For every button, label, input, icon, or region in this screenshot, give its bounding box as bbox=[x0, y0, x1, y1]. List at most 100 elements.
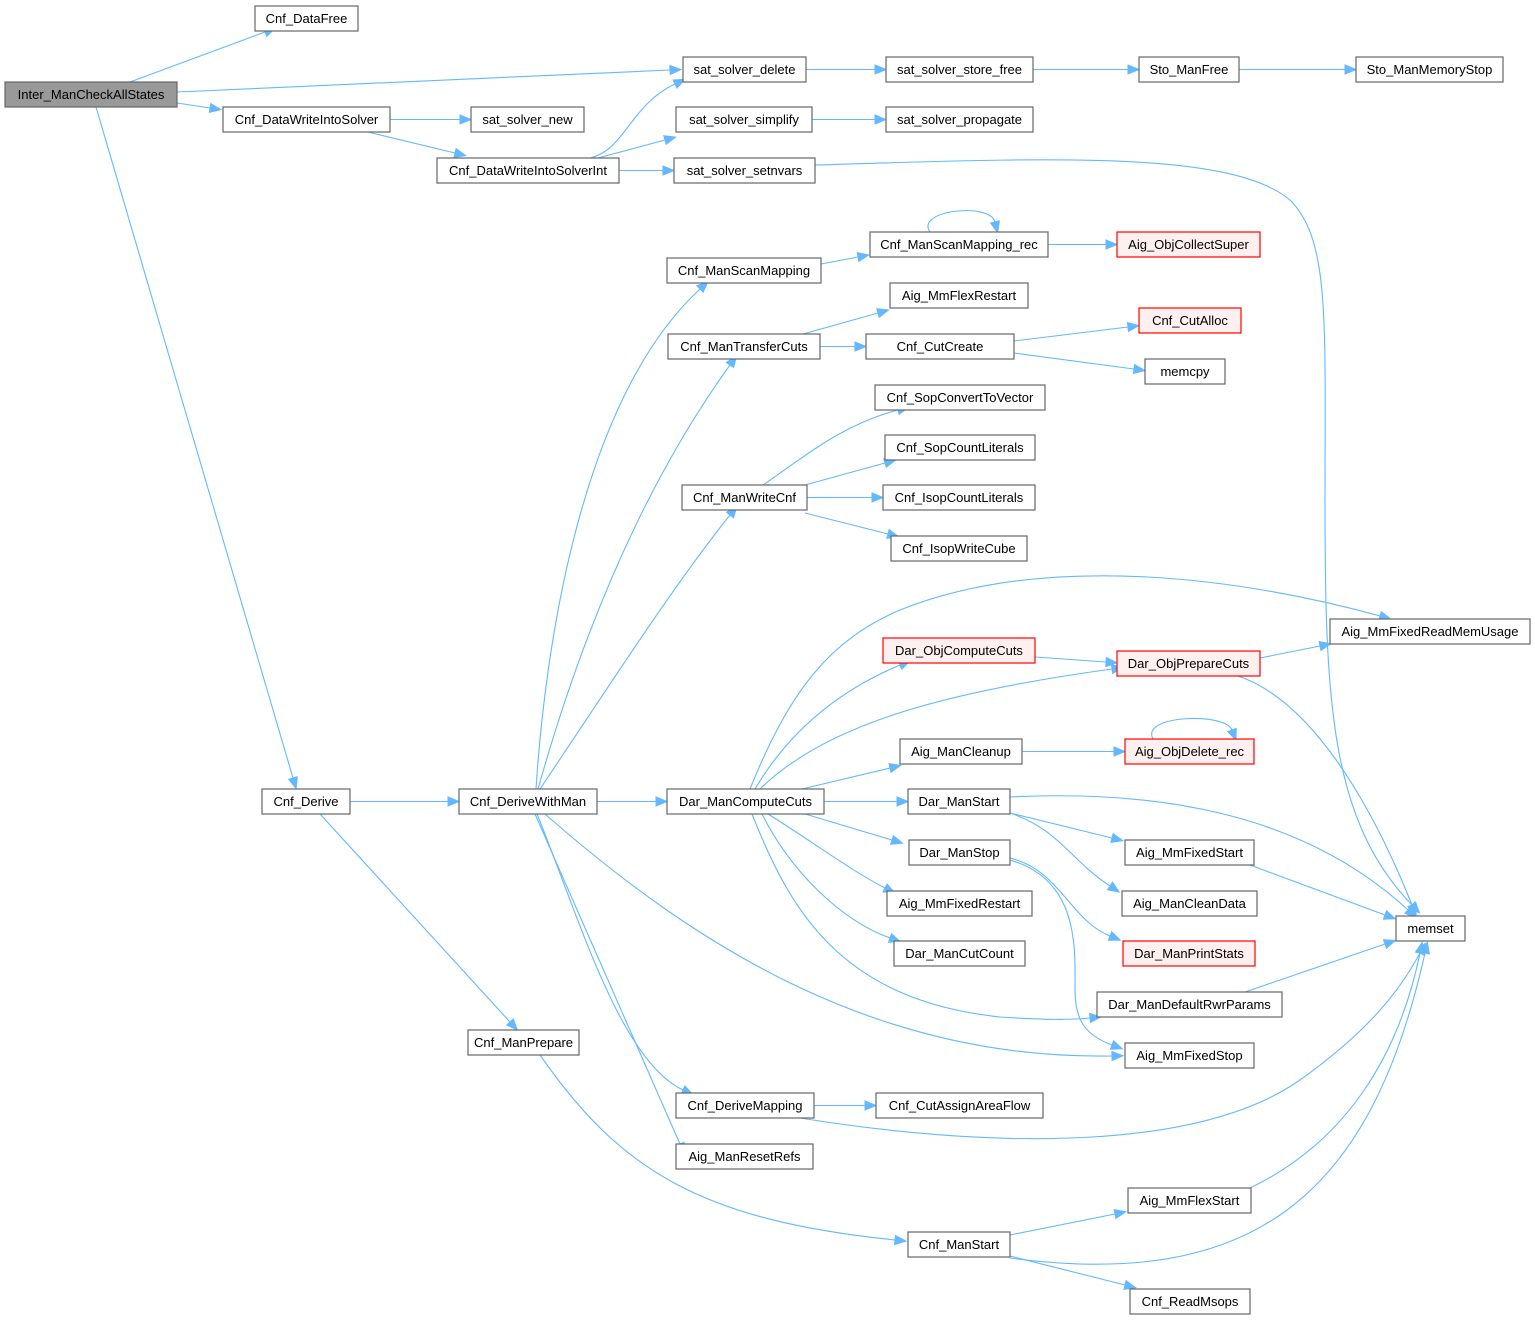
graph-node-aig_mancleandata[interactable]: Aig_ManCleanData bbox=[1121, 890, 1258, 917]
graph-node-sat_solver_simplify[interactable]: sat_solver_simplify bbox=[675, 106, 813, 133]
graph-node-aig_mmfixedreadmemusage[interactable]: Aig_MmFixedReadMemUsage bbox=[1329, 618, 1531, 645]
node-box bbox=[865, 333, 1015, 360]
graph-node-cnf_derivewithman[interactable]: Cnf_DeriveWithMan bbox=[458, 788, 598, 815]
node-box bbox=[875, 1092, 1044, 1119]
node-label: Aig_ObjCollectSuper bbox=[1128, 237, 1249, 252]
call-edge-dar_manstop-to-aig_mmfixedstop bbox=[1009, 859, 1113, 1046]
graph-node-cnf_manstart[interactable]: Cnf_ManStart bbox=[907, 1231, 1011, 1258]
node-label: Cnf_DataWriteIntoSolverInt bbox=[449, 163, 607, 178]
graph-node-cnf_sopconverttovector[interactable]: Cnf_SopConvertToVector bbox=[874, 384, 1046, 411]
graph-node-dar_mancomputecuts[interactable]: Dar_ManComputeCuts bbox=[666, 788, 825, 815]
call-edge-inter_mancheckallstates-to-cnf_derive bbox=[95, 106, 294, 779]
arrowhead-icon bbox=[1111, 1050, 1125, 1062]
call-edge-cnf_derive-to-cnf_manprepare bbox=[319, 813, 511, 1023]
graph-node-aig_objcollectsuper[interactable]: Aig_ObjCollectSuper bbox=[1116, 231, 1261, 258]
node-box bbox=[885, 106, 1034, 133]
node-box bbox=[1096, 991, 1283, 1018]
graph-node-cnf_cutalloc[interactable]: Cnf_CutAlloc bbox=[1138, 307, 1242, 334]
graph-node-aig_mmflexstart[interactable]: Aig_MmFlexStart bbox=[1127, 1187, 1252, 1214]
node-box bbox=[682, 56, 807, 83]
graph-node-aig_objdelete_rec[interactable]: Aig_ObjDelete_rec bbox=[1124, 738, 1255, 765]
node-label: Inter_ManCheckAllStates bbox=[18, 87, 165, 102]
node-label: Dar_ManCutCount bbox=[905, 946, 1014, 961]
arrowhead-icon bbox=[1089, 1012, 1103, 1024]
call-edge-cnf_datawriteintosolver-to-cnf_datawriteintosolverint bbox=[367, 131, 456, 154]
node-label: Cnf_ManScanMapping_rec bbox=[880, 237, 1038, 252]
graph-node-sat_solver_new[interactable]: sat_solver_new bbox=[470, 106, 585, 133]
node-box bbox=[1138, 56, 1240, 83]
graph-node-dar_objcomputecuts[interactable]: Dar_ObjComputeCuts bbox=[882, 637, 1036, 664]
graph-node-dar_mandefaultrwrparams[interactable]: Dar_ManDefaultRwrParams bbox=[1096, 991, 1283, 1018]
graph-node-dar_objpreparecuts[interactable]: Dar_ObjPrepareCuts bbox=[1116, 650, 1261, 677]
arrowhead-icon bbox=[874, 64, 888, 75]
graph-node-aig_mancleanup[interactable]: Aig_ManCleanup bbox=[899, 738, 1023, 765]
graph-node-dar_manstart[interactable]: Dar_ManStart bbox=[907, 788, 1011, 815]
graph-node-aig_manresetrefs[interactable]: Aig_ManResetRefs bbox=[675, 1143, 814, 1170]
arrowhead-icon bbox=[1382, 909, 1397, 920]
graph-node-memset[interactable]: memset bbox=[1395, 915, 1466, 942]
graph-node-cnf_manprepare[interactable]: Cnf_ManPrepare bbox=[467, 1029, 580, 1056]
graph-node-cnf_isopcountliterals[interactable]: Cnf_IsopCountLiterals bbox=[882, 484, 1036, 511]
graph-node-aig_mmfixedrestart[interactable]: Aig_MmFixedRestart bbox=[886, 890, 1033, 917]
graph-node-cnf_isopwritecube[interactable]: Cnf_IsopWriteCube bbox=[890, 535, 1028, 562]
graph-node-sto_manfree[interactable]: Sto_ManFree bbox=[1138, 56, 1240, 83]
graph-node-dar_mancutcount[interactable]: Dar_ManCutCount bbox=[893, 940, 1026, 967]
node-box bbox=[884, 434, 1036, 461]
graph-node-aig_mmfixedstart[interactable]: Aig_MmFixedStart bbox=[1124, 839, 1255, 866]
node-label: Cnf_DataFree bbox=[266, 11, 348, 26]
graph-node-sat_solver_delete[interactable]: sat_solver_delete bbox=[682, 56, 807, 83]
graph-node-cnf_sopcountliterals[interactable]: Cnf_SopCountLiterals bbox=[884, 434, 1036, 461]
graph-node-cnf_datawriteintosolver[interactable]: Cnf_DataWriteIntoSolver bbox=[222, 106, 391, 133]
graph-node-cnf_manscanmapping[interactable]: Cnf_ManScanMapping bbox=[666, 257, 822, 284]
node-box bbox=[1355, 56, 1504, 83]
node-label: memcpy bbox=[1160, 364, 1210, 379]
graph-node-aig_mmfixedstop[interactable]: Aig_MmFixedStop bbox=[1124, 1042, 1255, 1069]
graph-node-dar_manprintstats[interactable]: Dar_ManPrintStats bbox=[1122, 940, 1256, 967]
arrowhead-icon bbox=[287, 776, 298, 790]
call-edge-dar_mandefaultrwrparams-to-memset bbox=[1244, 943, 1386, 993]
call-edge-dar_mancomputecuts-to-dar_manstop bbox=[804, 813, 893, 841]
graph-node-cnf_datafree[interactable]: Cnf_DataFree bbox=[254, 5, 359, 32]
arrowhead-icon bbox=[1105, 656, 1119, 668]
graph-node-cnf_cutcreate[interactable]: Cnf_CutCreate bbox=[865, 333, 1015, 360]
node-box bbox=[889, 282, 1029, 309]
node-box bbox=[1124, 839, 1255, 866]
graph-node-sto_manmemorystop[interactable]: Sto_ManMemoryStop bbox=[1355, 56, 1504, 83]
graph-node-memcpy[interactable]: memcpy bbox=[1144, 358, 1226, 385]
node-box bbox=[458, 788, 598, 815]
arrowhead-icon bbox=[672, 78, 687, 89]
node-box bbox=[1124, 1042, 1255, 1069]
call-edge-aig_mmflexstart-to-memset bbox=[1249, 952, 1421, 1189]
node-box bbox=[869, 231, 1049, 258]
graph-node-sat_solver_setnvars[interactable]: sat_solver_setnvars bbox=[673, 157, 816, 184]
call-edge-cnf_manwritecnf-to-cnf_sopcountliterals bbox=[804, 462, 886, 486]
call-edge-cnf_manprepare-to-cnf_manstart bbox=[539, 1054, 896, 1241]
graph-node-cnf_readmsops[interactable]: Cnf_ReadMsops bbox=[1129, 1288, 1251, 1315]
graph-node-cnf_derivemapping[interactable]: Cnf_DeriveMapping bbox=[675, 1092, 815, 1119]
graph-node-sat_solver_propagate[interactable]: sat_solver_propagate bbox=[885, 106, 1034, 133]
graph-node-cnf_datawriteintosolverint[interactable]: Cnf_DataWriteIntoSolverInt bbox=[436, 157, 620, 184]
node-box bbox=[675, 1143, 814, 1170]
graph-node-cnf_derive[interactable]: Cnf_Derive bbox=[261, 788, 351, 815]
graph-node-sat_solver_store_free[interactable]: sat_solver_store_free bbox=[885, 56, 1034, 83]
arrowhead-icon bbox=[876, 308, 890, 319]
node-box bbox=[467, 1029, 580, 1056]
graph-node-inter_mancheckallstates: Inter_ManCheckAllStates bbox=[4, 81, 178, 108]
graph-node-cnf_manwritecnf[interactable]: Cnf_ManWriteCnf bbox=[681, 484, 808, 511]
graph-node-cnf_mantransfercuts[interactable]: Cnf_ManTransferCuts bbox=[667, 333, 821, 360]
graph-node-aig_mmflexrestart[interactable]: Aig_MmFlexRestart bbox=[889, 282, 1029, 309]
node-box bbox=[907, 788, 1011, 815]
node-label: sat_solver_setnvars bbox=[687, 163, 803, 178]
graph-node-cnf_manscanmapping_rec[interactable]: Cnf_ManScanMapping_rec bbox=[869, 231, 1049, 258]
node-box bbox=[1121, 890, 1258, 917]
call-edge-cnf_manwritecnf-to-cnf_isopwritecube bbox=[804, 512, 889, 535]
graph-node-cnf_cutassignareaflow[interactable]: Cnf_CutAssignAreaFlow bbox=[875, 1092, 1044, 1119]
arrowhead-icon bbox=[1107, 930, 1122, 941]
node-label: Aig_MmFixedStop bbox=[1136, 1048, 1242, 1063]
arrowhead-icon bbox=[1123, 1279, 1137, 1291]
graph-node-dar_manstop[interactable]: Dar_ManStop bbox=[908, 839, 1011, 866]
nodes-layer: Inter_ManCheckAllStates Cnf_DataFree sat_s… bbox=[4, 5, 1531, 1315]
node-label: Cnf_DataWriteIntoSolver bbox=[235, 112, 379, 127]
node-label: Aig_ManCleanData bbox=[1133, 896, 1247, 911]
arrowhead-icon bbox=[871, 492, 885, 503]
